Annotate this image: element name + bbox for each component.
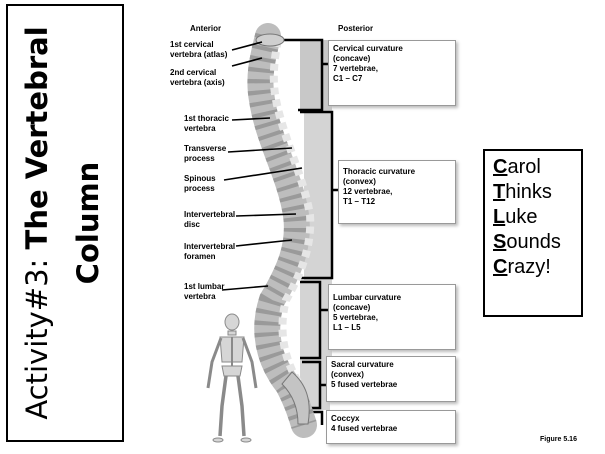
posterior-header: Posterior bbox=[338, 24, 373, 33]
sacral-line-2: (convex) bbox=[331, 370, 451, 380]
sacral-curvature-box: Sacral curvature (convex) 5 fused verteb… bbox=[326, 356, 456, 402]
thoracic-line-2: (convex) bbox=[343, 177, 451, 187]
label-atlas-line-1: 1st cervical bbox=[170, 40, 214, 49]
mnemonic-word-5: Crazy! bbox=[493, 255, 573, 280]
mnemonic-rest-1: arol bbox=[507, 156, 540, 178]
mnemonic-initial-2: T bbox=[493, 181, 505, 203]
thoracic-curvature-box: Thoracic curvature (convex) 12 vertebrae… bbox=[338, 160, 456, 224]
cervical-line-4: C1 – C7 bbox=[333, 74, 451, 84]
skeleton-icon bbox=[208, 314, 256, 442]
sacral-line-1: Sacral curvature bbox=[331, 360, 451, 370]
thoracic-line-4: T1 – T12 bbox=[343, 197, 451, 207]
label-first-thoracic: 1st thoracic vertebra bbox=[184, 114, 229, 134]
cervical-curvature-box: Cervical curvature (concave) 7 vertebrae… bbox=[328, 40, 456, 106]
label-atlas: 1st cervical vertebra (atlas) bbox=[170, 40, 227, 60]
mnemonic-box: Carol Thinks Luke Sounds Crazy! bbox=[483, 149, 583, 317]
thoracic-line-1: Thoracic curvature bbox=[343, 167, 451, 177]
cervical-line-3: 7 vertebrae, bbox=[333, 64, 451, 74]
label-first-thoracic-line-1: 1st thoracic bbox=[184, 114, 229, 123]
label-first-lumbar-line-2: vertebra bbox=[184, 292, 216, 301]
label-foramen-line-2: foramen bbox=[184, 252, 216, 261]
anterior-header: Anterior bbox=[190, 24, 221, 33]
mnemonic-rest-5: razy! bbox=[507, 256, 550, 278]
cervical-line-1: Cervical curvature bbox=[333, 44, 451, 54]
label-first-lumbar: 1st lumbar vertebra bbox=[184, 282, 224, 302]
lumbar-line-1: Lumbar curvature bbox=[333, 293, 451, 303]
mnemonic-initial-1: C bbox=[493, 156, 507, 178]
lumbar-curvature-box: Lumbar curvature (concave) 5 vertebrae, … bbox=[328, 284, 456, 350]
mnemonic-word-1: Carol bbox=[493, 155, 573, 180]
coccyx-line-1: Coccyx bbox=[331, 414, 451, 424]
mnemonic-word-3: Luke bbox=[493, 205, 573, 230]
mnemonic-initial-4: S bbox=[493, 231, 506, 253]
figure-label: Figure 5.16 bbox=[540, 436, 577, 443]
label-first-lumbar-line-1: 1st lumbar bbox=[184, 282, 224, 291]
label-first-thoracic-line-2: vertebra bbox=[184, 124, 216, 133]
label-disc-line-1: Intervertebral bbox=[184, 210, 235, 219]
label-axis: 2nd cervical vertebra (axis) bbox=[170, 68, 225, 88]
label-spinous-line-2: process bbox=[184, 184, 215, 193]
mnemonic-rest-2: hinks bbox=[505, 181, 552, 203]
label-spinous-line-1: Spinous bbox=[184, 174, 216, 183]
label-axis-line-1: 2nd cervical bbox=[170, 68, 216, 77]
mnemonic-rest-3: uke bbox=[505, 206, 537, 228]
label-spinous-process: Spinous process bbox=[184, 174, 216, 194]
label-intervertebral-disc: Intervertebral disc bbox=[184, 210, 235, 230]
label-intervertebral-foramen: Intervertebral foramen bbox=[184, 242, 235, 262]
label-transverse-line-1: Transverse bbox=[184, 144, 226, 153]
lumbar-line-3: 5 vertebrae, bbox=[333, 313, 451, 323]
mnemonic-word-2: Thinks bbox=[493, 180, 573, 205]
mnemonic-initial-5: C bbox=[493, 256, 507, 278]
lumbar-line-4: L1 – L5 bbox=[333, 323, 451, 333]
mnemonic-rest-4: ounds bbox=[506, 231, 561, 253]
thoracic-line-3: 12 vertebrae, bbox=[343, 187, 451, 197]
label-foramen-line-1: Intervertebral bbox=[184, 242, 235, 251]
label-disc-line-2: disc bbox=[184, 220, 200, 229]
label-axis-line-2: vertebra (axis) bbox=[170, 78, 225, 87]
mnemonic-word-4: Sounds bbox=[493, 230, 573, 255]
sacral-line-3: 5 fused vertebrae bbox=[331, 380, 451, 390]
label-transverse-process: Transverse process bbox=[184, 144, 226, 164]
coccyx-box: Coccyx 4 fused vertebrae bbox=[326, 410, 456, 444]
mnemonic-initial-3: L bbox=[493, 206, 505, 228]
lumbar-line-2: (concave) bbox=[333, 303, 451, 313]
label-atlas-line-2: vertebra (atlas) bbox=[170, 50, 227, 59]
label-transverse-line-2: process bbox=[184, 154, 215, 163]
cervical-line-2: (concave) bbox=[333, 54, 451, 64]
coccyx-line-2: 4 fused vertebrae bbox=[331, 424, 451, 434]
